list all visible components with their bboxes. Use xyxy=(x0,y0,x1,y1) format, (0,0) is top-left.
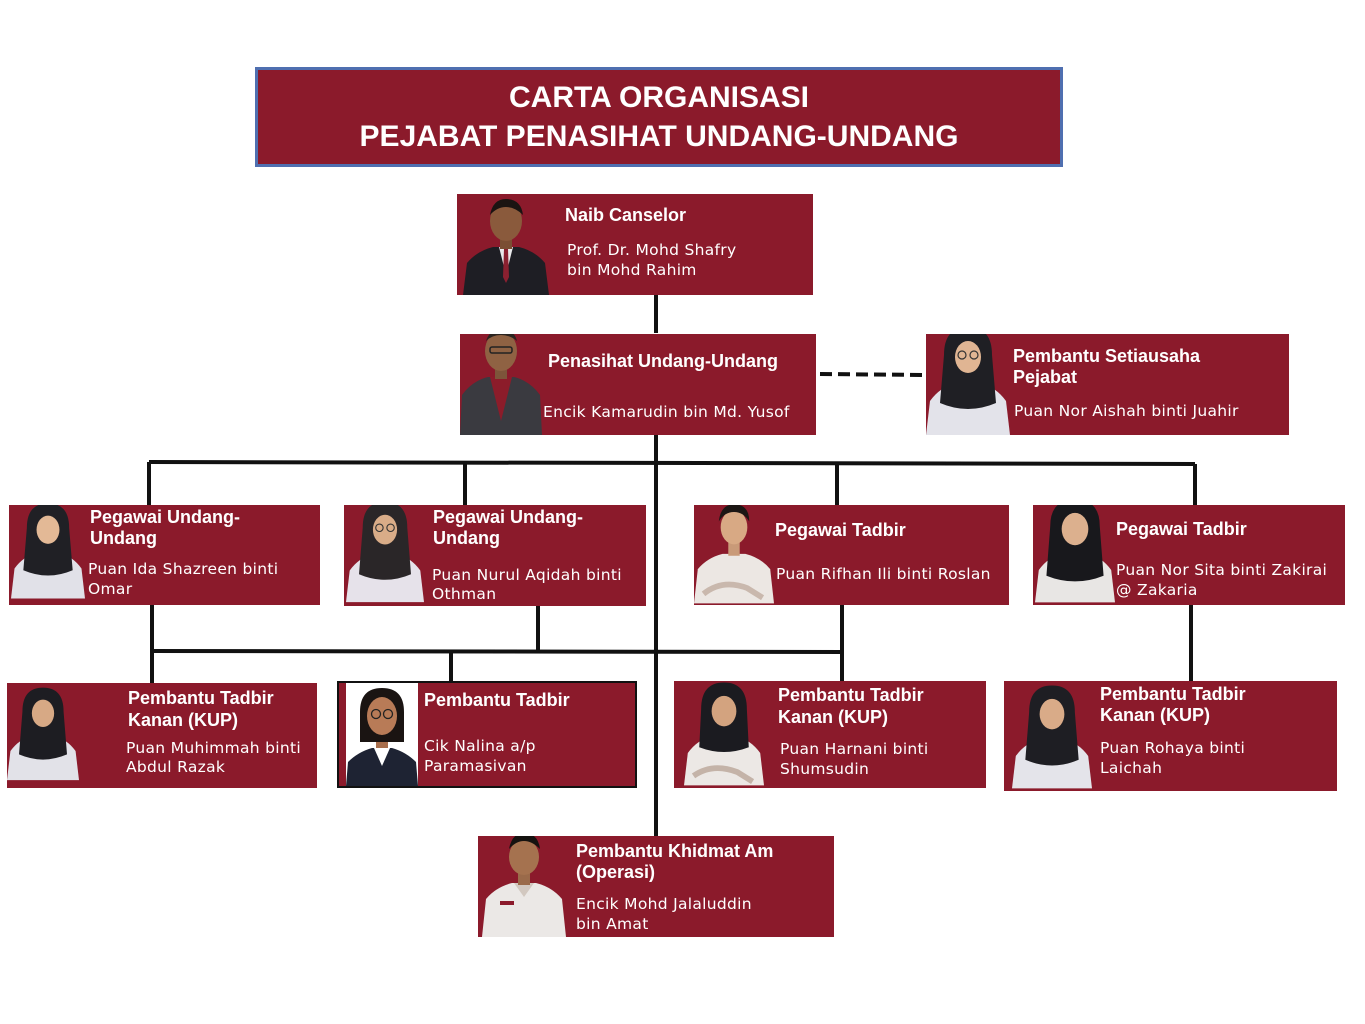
role-title: Pembantu Khidmat Am xyxy=(576,841,774,861)
woman-in-hijab-photo xyxy=(346,505,424,603)
person-name: Paramasivan xyxy=(424,757,527,775)
person-name: @ Zakaria xyxy=(1116,581,1198,599)
role-title: Kanan (KUP) xyxy=(128,710,239,730)
role-title: Pegawai Undang- xyxy=(433,507,584,527)
node-pegawai-tadbir-2: Pegawai Tadbir Puan Nor Sita binti Zakir… xyxy=(1033,505,1345,605)
role-title: Pembantu Tadbir xyxy=(128,688,274,708)
role-title: Undang xyxy=(90,528,157,548)
person-name: Puan Rifhan Ili binti Roslan xyxy=(776,565,991,583)
person-name: Puan Ida Shazreen binti xyxy=(88,560,279,578)
node-pembantu-setiausaha-pejabat: Pembantu Setiausaha Pejabat Puan Nor Ais… xyxy=(926,334,1289,435)
person-name: Puan Nor Sita binti Zakirai xyxy=(1116,561,1328,579)
role-title: Pembantu Setiausaha xyxy=(1013,346,1201,366)
role-title: Kanan (KUP) xyxy=(1100,705,1211,725)
woman-in-uniform-photo xyxy=(694,505,774,604)
node-pegawai-tadbir-1: Pegawai Tadbir Puan Rifhan Ili binti Ros… xyxy=(694,505,1009,605)
person-name: Shumsudin xyxy=(780,760,870,778)
node-pembantu-tadbir: Pembantu Tadbir Cik Nalina a/p Paramasiv… xyxy=(337,681,637,788)
person-name: Puan Nor Aishah binti Juahir xyxy=(1014,402,1239,420)
person-name: Puan Nurul Aqidah binti xyxy=(432,566,622,584)
role-title: Pegawai Tadbir xyxy=(1116,519,1247,539)
role-title: Penasihat Undang-Undang xyxy=(548,351,779,371)
title-line-2: PEJABAT PENASIHAT UNDANG-UNDANG xyxy=(359,120,959,153)
role-title: Pembantu Tadbir xyxy=(778,685,924,705)
woman-in-hijab-photo xyxy=(1012,685,1092,789)
role-title: Kanan (KUP) xyxy=(778,707,889,727)
node-penasihat-undang-undang: Penasihat Undang-Undang Encik Kamarudin … xyxy=(460,334,816,435)
person-name: bin Amat xyxy=(576,915,649,933)
connector-level2-bar xyxy=(148,460,1196,466)
woman-in-hijab-photo xyxy=(7,687,79,781)
person-name: Prof. Dr. Mohd Shafry xyxy=(567,241,737,259)
person-name: Puan Harnani binti xyxy=(780,740,929,758)
role-title: (Operasi) xyxy=(576,862,656,882)
woman-in-hijab-photo xyxy=(11,505,85,599)
node-pembantu-tadbir-kanan-1: Pembantu Tadbir Kanan (KUP) Puan Muhimma… xyxy=(7,683,317,788)
person-name: Puan Rohaya binti xyxy=(1100,739,1246,757)
woman-in-hijab-photo xyxy=(926,334,1010,435)
connector-level3-bar xyxy=(151,649,843,654)
node-pembantu-tadbir-kanan-2: Pembantu Tadbir Kanan (KUP) Puan Harnani… xyxy=(674,681,986,788)
role-title: Pembantu Tadbir xyxy=(1100,684,1246,704)
person-name: Laichah xyxy=(1100,759,1163,777)
role-title: Pegawai Undang- xyxy=(90,507,241,527)
woman-in-hijab-photo xyxy=(1035,505,1115,603)
person-name: bin Mohd Rahim xyxy=(567,261,697,279)
role-title: Undang xyxy=(433,528,500,548)
role-title: Pegawai Tadbir xyxy=(775,520,906,540)
role-title: Pembantu Tadbir xyxy=(424,690,570,710)
title-line-1: CARTA ORGANISASI xyxy=(509,81,809,114)
man-in-suit-photo xyxy=(460,334,542,435)
person-name: Omar xyxy=(88,580,133,598)
man-in-suit-photo xyxy=(463,199,549,295)
node-pembantu-khidmat-am: Pembantu Khidmat Am (Operasi) Encik Mohd… xyxy=(478,836,834,937)
node-pegawai-undang-undang-2: Pegawai Undang- Undang Puan Nurul Aqidah… xyxy=(344,505,646,606)
woman-in-hijab-photo xyxy=(684,682,764,786)
chart-title: CARTA ORGANISASI PEJABAT PENASIHAT UNDAN… xyxy=(255,67,1063,167)
woman-portrait-photo xyxy=(346,683,418,786)
person-name: Encik Kamarudin bin Md. Yusof xyxy=(543,403,790,421)
node-naib-canselor: Naib Canselor Prof. Dr. Mohd Shafry bin … xyxy=(457,194,813,295)
role-title: Naib Canselor xyxy=(565,205,687,225)
node-pegawai-undang-undang-1: Pegawai Undang- Undang Puan Ida Shazreen… xyxy=(9,505,320,605)
node-pembantu-tadbir-kanan-3: Pembantu Tadbir Kanan (KUP) Puan Rohaya … xyxy=(1004,681,1337,791)
connector-dashed-secretary xyxy=(819,372,927,377)
person-name: Othman xyxy=(432,585,497,603)
person-name: Encik Mohd Jalaluddin xyxy=(576,895,752,913)
person-name: Abdul Razak xyxy=(126,758,226,776)
man-in-uniform-photo xyxy=(482,836,566,937)
person-name: Cik Nalina a/p xyxy=(424,737,536,755)
role-title: Pejabat xyxy=(1013,367,1078,387)
person-name: Puan Muhimmah binti xyxy=(126,739,301,757)
